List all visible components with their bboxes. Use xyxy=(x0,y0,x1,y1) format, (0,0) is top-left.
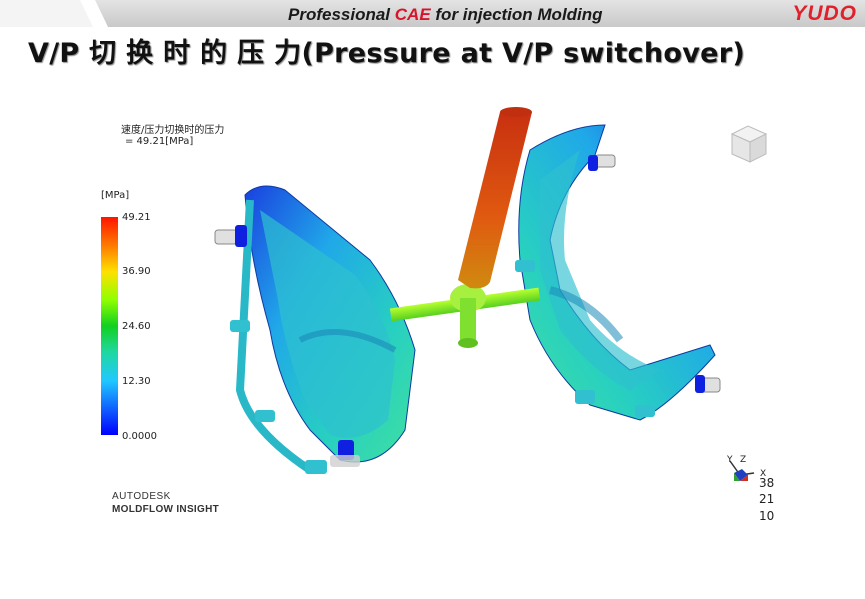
slide-title: V/P 切 换 时 的 压 力(Pressure at V/P switchov… xyxy=(28,38,745,69)
moldflow-brand: MOLDFLOW INSIGHT xyxy=(112,504,220,515)
legend-tick-3: 36.90 xyxy=(122,266,151,277)
color-scale-bar xyxy=(101,217,118,435)
runner-system xyxy=(389,284,541,348)
legend-tick-min: 0.0000 xyxy=(122,431,157,442)
left-part xyxy=(214,185,416,474)
view-cube-icon[interactable] xyxy=(726,122,770,166)
banner-tagline: Professional CAE for injection Molding xyxy=(288,5,603,24)
axis-z-label: Z xyxy=(740,455,747,465)
scale-number-2: 21 xyxy=(759,492,775,506)
right-part xyxy=(515,124,721,421)
sprue xyxy=(458,107,532,289)
autodesk-brand: AUTODESK xyxy=(112,491,171,502)
legend-unit: [MPa] xyxy=(101,190,130,201)
axis-y-label: Y xyxy=(727,455,733,465)
legend-tick-max: 49.21 xyxy=(122,212,151,223)
scale-number-3: 10 xyxy=(759,509,775,523)
legend-tick-2: 24.60 xyxy=(122,321,151,332)
scale-number-1: 38 xyxy=(759,476,775,490)
result-value: = 49.21[MPa] xyxy=(125,136,194,147)
header-banner: Professional CAE for injection Molding Y… xyxy=(0,0,865,27)
pressure-model-render xyxy=(214,107,721,474)
legend-tick-1: 12.30 xyxy=(122,376,151,387)
yudo-logo: YUDO xyxy=(792,2,857,25)
banner-accent: CAE xyxy=(394,5,431,24)
axis-triad-icon xyxy=(729,460,755,481)
axis-x-label: X xyxy=(760,469,767,479)
result-name: 速度/压力切换时的压力 xyxy=(121,125,225,136)
banner-background xyxy=(0,0,865,27)
